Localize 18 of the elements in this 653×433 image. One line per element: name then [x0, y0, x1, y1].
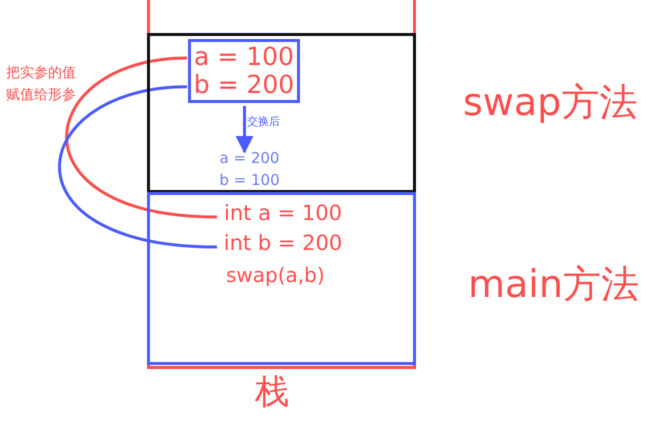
edge-label: 交换后	[247, 114, 280, 129]
result-text: a = 200 b = 100	[212, 147, 287, 193]
code-text: int b = 200	[218, 230, 348, 258]
connector-line	[65, 56, 218, 218]
section-label: main方法	[468, 262, 639, 308]
method-frame	[147, 33, 416, 193]
annotation-text: 把实参的值赋值给形参	[6, 64, 77, 105]
code-text: int a = 100	[218, 200, 348, 228]
arrow	[236, 106, 254, 154]
variable-text: a = 100	[193, 43, 295, 71]
connector-line	[58, 85, 218, 248]
method-frame	[147, 192, 416, 365]
stack-frame	[147, 0, 416, 369]
code-text: swap(a,b)	[226, 262, 325, 288]
parameter-box	[188, 39, 300, 103]
variable-text: b = 200	[192, 71, 296, 99]
section-label: swap方法	[463, 80, 638, 126]
section-label: 栈	[255, 372, 289, 413]
